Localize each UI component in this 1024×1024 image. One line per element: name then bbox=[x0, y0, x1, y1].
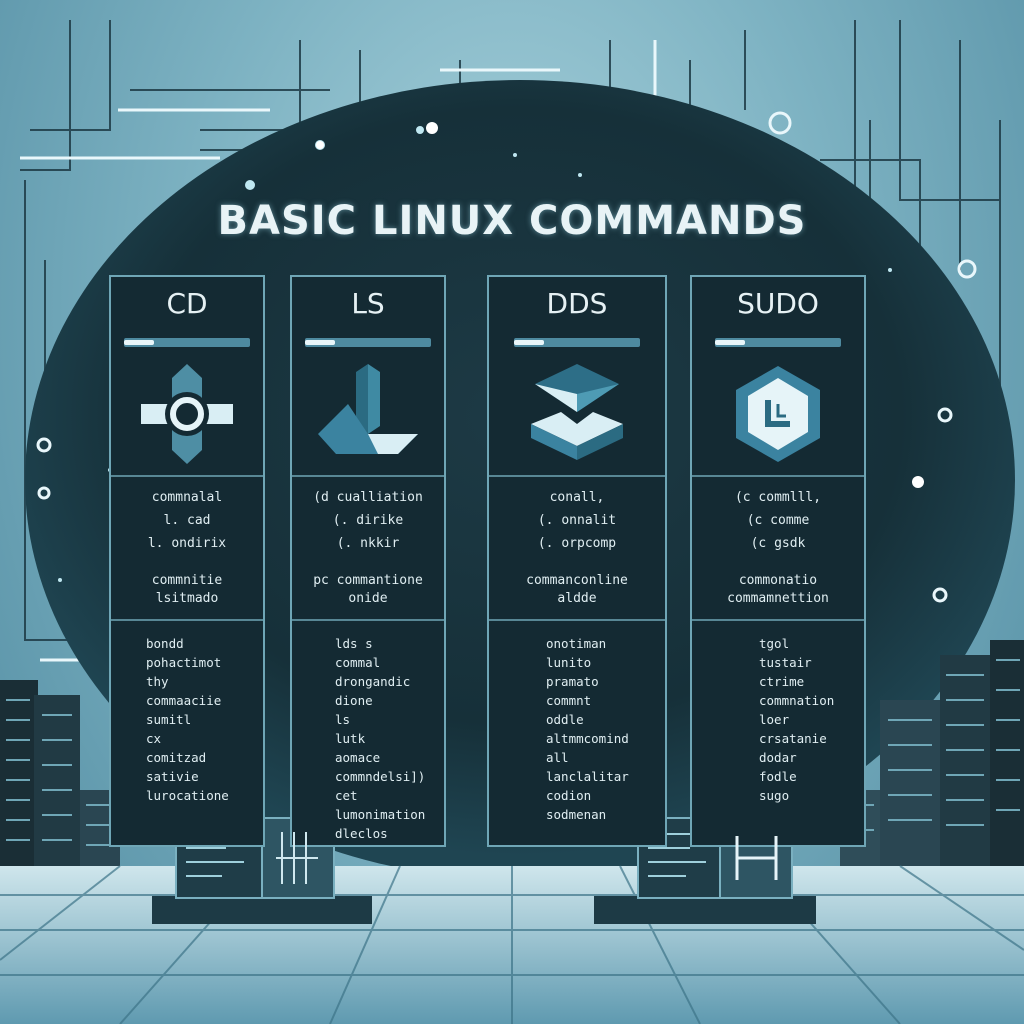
list-item: sativie bbox=[146, 767, 264, 786]
list-item: oddle bbox=[546, 710, 654, 729]
list-item: dione bbox=[335, 691, 445, 710]
list-item: dodar bbox=[759, 748, 855, 767]
command-options-list: tgol tustair ctrime commnation loer crsa… bbox=[701, 634, 855, 805]
list-item: comitzad bbox=[146, 748, 264, 767]
list-item: commal bbox=[335, 653, 445, 672]
list-item: lanclalitar bbox=[546, 767, 654, 786]
list-item: lumonimation bbox=[335, 805, 445, 824]
list-item: altmmcomind bbox=[546, 729, 654, 748]
list-item: ls bbox=[335, 710, 445, 729]
poster-title: BASIC LINUX COMMANDS bbox=[217, 198, 807, 244]
crosshair-icon bbox=[141, 364, 233, 464]
command-column-dds: DDS conall, (. onnalit (. orpcomp comman… bbox=[500, 276, 654, 846]
command-usage-block: commnalal l. cad l. ondirix bbox=[147, 490, 227, 551]
list-item: cx bbox=[146, 729, 264, 748]
ls-chevron-icon bbox=[318, 364, 418, 454]
command-name: CD bbox=[166, 287, 208, 320]
list-item: cet bbox=[335, 786, 445, 805]
list-item: pramato bbox=[546, 672, 654, 691]
command-description-block: pc commantione onide bbox=[313, 573, 423, 606]
list-item: dleclos bbox=[335, 824, 445, 843]
list-item: commnt bbox=[546, 691, 654, 710]
command-name: LS bbox=[351, 287, 385, 320]
list-item: loer bbox=[759, 710, 855, 729]
list-item: lurocatione bbox=[146, 786, 264, 805]
list-item: sodmenan bbox=[546, 805, 654, 824]
list-item: commndelsi]) bbox=[335, 767, 445, 786]
command-column-ls: LS (d cualliation (. dirike (. nkkir pc … bbox=[291, 276, 445, 846]
command-description-block: commonatio commamnettion bbox=[727, 573, 829, 606]
list-item: onotiman bbox=[546, 634, 654, 653]
column-progress-bar bbox=[305, 338, 431, 347]
column-progress-bar bbox=[124, 338, 250, 347]
list-item: sugo bbox=[759, 786, 855, 805]
list-item: drongandic bbox=[335, 672, 445, 691]
list-item: bondd bbox=[146, 634, 264, 653]
command-usage-block: conall, (. onnalit (. orpcomp bbox=[537, 490, 617, 551]
command-name: SUDO bbox=[737, 287, 819, 320]
list-item: thy bbox=[146, 672, 264, 691]
command-usage-block: (d cualliation (. dirike (. nkkir bbox=[313, 490, 423, 551]
command-options-list: bondd pohactimot thy commaaciie sumitl c… bbox=[110, 634, 264, 805]
list-item: aomace bbox=[335, 748, 445, 767]
command-description-block: commnitie lsitmado bbox=[151, 573, 223, 606]
list-item: lunito bbox=[546, 653, 654, 672]
column-progress-bar bbox=[514, 338, 640, 347]
list-item: pohactimot bbox=[146, 653, 264, 672]
list-item: tgol bbox=[759, 634, 855, 653]
column-progress-bar bbox=[715, 338, 841, 347]
list-item: lutk bbox=[335, 729, 445, 748]
command-description-block: commanconline aldde bbox=[526, 573, 628, 606]
command-name: DDS bbox=[546, 287, 608, 320]
list-item: sumitl bbox=[146, 710, 264, 729]
list-item: commnation bbox=[759, 691, 855, 710]
list-item: crsatanie bbox=[759, 729, 855, 748]
stacked-layers-icon bbox=[531, 364, 623, 460]
list-item: commaaciie bbox=[146, 691, 264, 710]
list-item: fodle bbox=[759, 767, 855, 786]
list-item: codion bbox=[546, 786, 654, 805]
command-usage-block: (c commlll, (c comme (c gsdk bbox=[734, 490, 822, 551]
list-item: lds s bbox=[335, 634, 445, 653]
list-item: ctrime bbox=[759, 672, 855, 691]
command-column-cd: CD commnalal l. cad l. ondirix commnitie… bbox=[110, 276, 264, 846]
command-column-sudo: SUDO (c commlll, (c comme (c gsdk common… bbox=[701, 276, 855, 846]
command-options-list: lds s commal drongandic dione ls lutk ao… bbox=[291, 634, 445, 843]
hexagon-clock-icon bbox=[736, 366, 820, 462]
command-options-list: onotiman lunito pramato commnt oddle alt… bbox=[500, 634, 654, 824]
list-item: tustair bbox=[759, 653, 855, 672]
list-item: all bbox=[546, 748, 654, 767]
